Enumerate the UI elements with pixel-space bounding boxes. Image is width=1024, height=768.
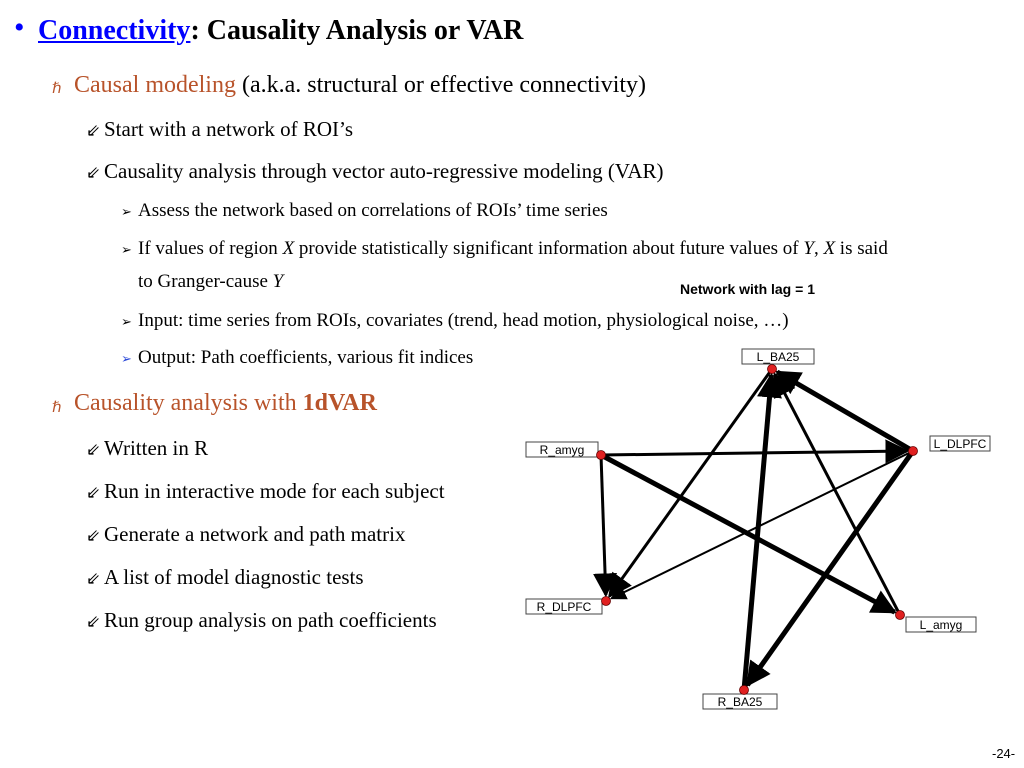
connectivity-link[interactable]: Connectivity	[38, 15, 191, 46]
network-title: Network with lag = 1	[680, 281, 815, 297]
title-rest: : Causality Analysis or VAR	[190, 15, 524, 46]
page-number: -24-	[992, 746, 1016, 761]
edge-L_DLPFC-to-R_BA25	[745, 449, 916, 688]
node-label-box-R_amyg	[525, 441, 599, 458]
node-label-R_amyg: R_amyg	[540, 443, 585, 457]
node-label-L_amyg: L_amyg	[920, 618, 963, 632]
node-label-R_BA25: R_BA25	[718, 695, 763, 709]
arrow-down-left-icon: ⇙	[86, 612, 101, 631]
subitem-text: Generate a network and path matrix	[104, 522, 406, 546]
subitem-text: Run group analysis on path coefficients	[104, 608, 437, 632]
hollow-bullet-icon: ℏ	[52, 400, 62, 416]
detail-text: ,	[813, 238, 824, 259]
subitem-interactive-mode: ⇙Run in interactive mode for each subjec…	[86, 477, 445, 507]
var-y: Y	[272, 271, 284, 292]
subitem-network-roi: ⇙Start with a network of ROI’s	[86, 115, 353, 145]
var-x: X	[282, 238, 295, 259]
arrow-down-left-icon: ⇙	[86, 121, 101, 140]
arrow-down-left-icon: ⇙	[86, 483, 101, 502]
arrow-down-left-icon: ⇙	[86, 440, 101, 459]
subitem-written-r: ⇙Written in R	[86, 434, 208, 464]
var-x: X	[823, 238, 836, 259]
node-R_amyg	[596, 450, 606, 460]
detail-input: Input: time series from ROIs, covariates…	[138, 310, 789, 331]
node-label-box-R_BA25	[702, 693, 778, 710]
hollow-bullet-icon: ℏ	[52, 81, 62, 97]
node-R_BA25	[739, 685, 749, 695]
arrow-down-left-icon: ⇙	[86, 569, 101, 588]
node-label-box-L_DLPFC	[929, 435, 991, 452]
subitem-text: A list of model diagnostic tests	[104, 565, 364, 589]
detail-granger-definition: If values of region X provide statistica…	[138, 236, 888, 262]
arrowhead-bullet-icon: ➢	[121, 351, 132, 366]
onedvar-label: 1dVAR	[302, 390, 377, 416]
edge-L_DLPFC-to-L_BA25	[775, 369, 915, 454]
causal-modeling-label: Causal modeling	[74, 72, 236, 98]
detail-text: provide statistically significant inform…	[294, 238, 804, 259]
page-title: Connectivity: Causality Analysis or VAR	[38, 13, 523, 49]
causal-modeling-desc: (a.k.a. structural or effective connecti…	[235, 72, 647, 98]
arrowhead-bullet-icon: ➢	[121, 242, 132, 257]
arrow-down-left-icon: ⇙	[86, 526, 101, 545]
detail-output: Output: Path coefficients, various fit i…	[138, 347, 474, 368]
subitem-text: Written in R	[104, 436, 209, 460]
detail-assess-network: Assess the network based on correlations…	[138, 200, 608, 221]
edge-R_amyg-to-L_DLPFC	[600, 439, 910, 464]
detail-text: to Granger-cause	[138, 271, 273, 292]
edge-R_amyg-to-R_DLPFC	[593, 454, 618, 598]
node-label-box-L_BA25	[741, 348, 815, 365]
subitem-text: Start with a network of ROI’s	[104, 117, 354, 141]
arrow-down-left-icon: ⇙	[86, 163, 101, 182]
edge-L_DLPFC-to-R_DLPFC	[609, 450, 914, 600]
edge-L_amyg-to-L_BA25	[773, 372, 902, 616]
node-label-R_DLPFC: R_DLPFC	[537, 600, 592, 614]
arrowhead-bullet-icon: ➢	[121, 314, 132, 329]
item-causal-modeling: Causal modeling (a.k.a. structural or ef…	[74, 69, 646, 101]
var-y: Y	[803, 238, 814, 259]
node-label-L_BA25: L_BA25	[757, 350, 800, 364]
edge-R_BA25-to-L_BA25	[741, 372, 782, 691]
detail-text: If values of region	[138, 238, 283, 259]
detail-granger-continuation: to Granger-cause Y	[138, 269, 283, 295]
node-L_amyg	[895, 610, 905, 620]
detail-text: is said	[835, 238, 888, 259]
title-bullet: •	[14, 11, 25, 44]
node-L_BA25	[767, 364, 777, 374]
causality-analysis-label: Causality analysis with	[74, 390, 303, 416]
edge-L_BA25-to-R_DLPFC	[608, 368, 774, 599]
subitem-var-modeling: ⇙Causality analysis through vector auto-…	[86, 157, 664, 187]
subitem-text: Run in interactive mode for each subject	[104, 479, 445, 503]
subitem-path-matrix: ⇙Generate a network and path matrix	[86, 520, 405, 550]
node-L_DLPFC	[908, 446, 918, 456]
subitem-diagnostic-tests: ⇙A list of model diagnostic tests	[86, 563, 364, 593]
edge-R_amyg-to-L_amyg	[599, 452, 897, 615]
arrowhead-bullet-icon: ➢	[121, 204, 132, 219]
node-label-box-L_amyg	[905, 616, 977, 633]
node-label-L_DLPFC: L_DLPFC	[934, 437, 987, 451]
node-label-box-R_DLPFC	[525, 598, 603, 615]
item-1dvar: Causality analysis with 1dVAR	[74, 387, 377, 419]
node-R_DLPFC	[601, 596, 611, 606]
subitem-group-analysis: ⇙Run group analysis on path coefficients	[86, 606, 437, 636]
subitem-text: Causality analysis through vector auto-r…	[104, 159, 664, 183]
